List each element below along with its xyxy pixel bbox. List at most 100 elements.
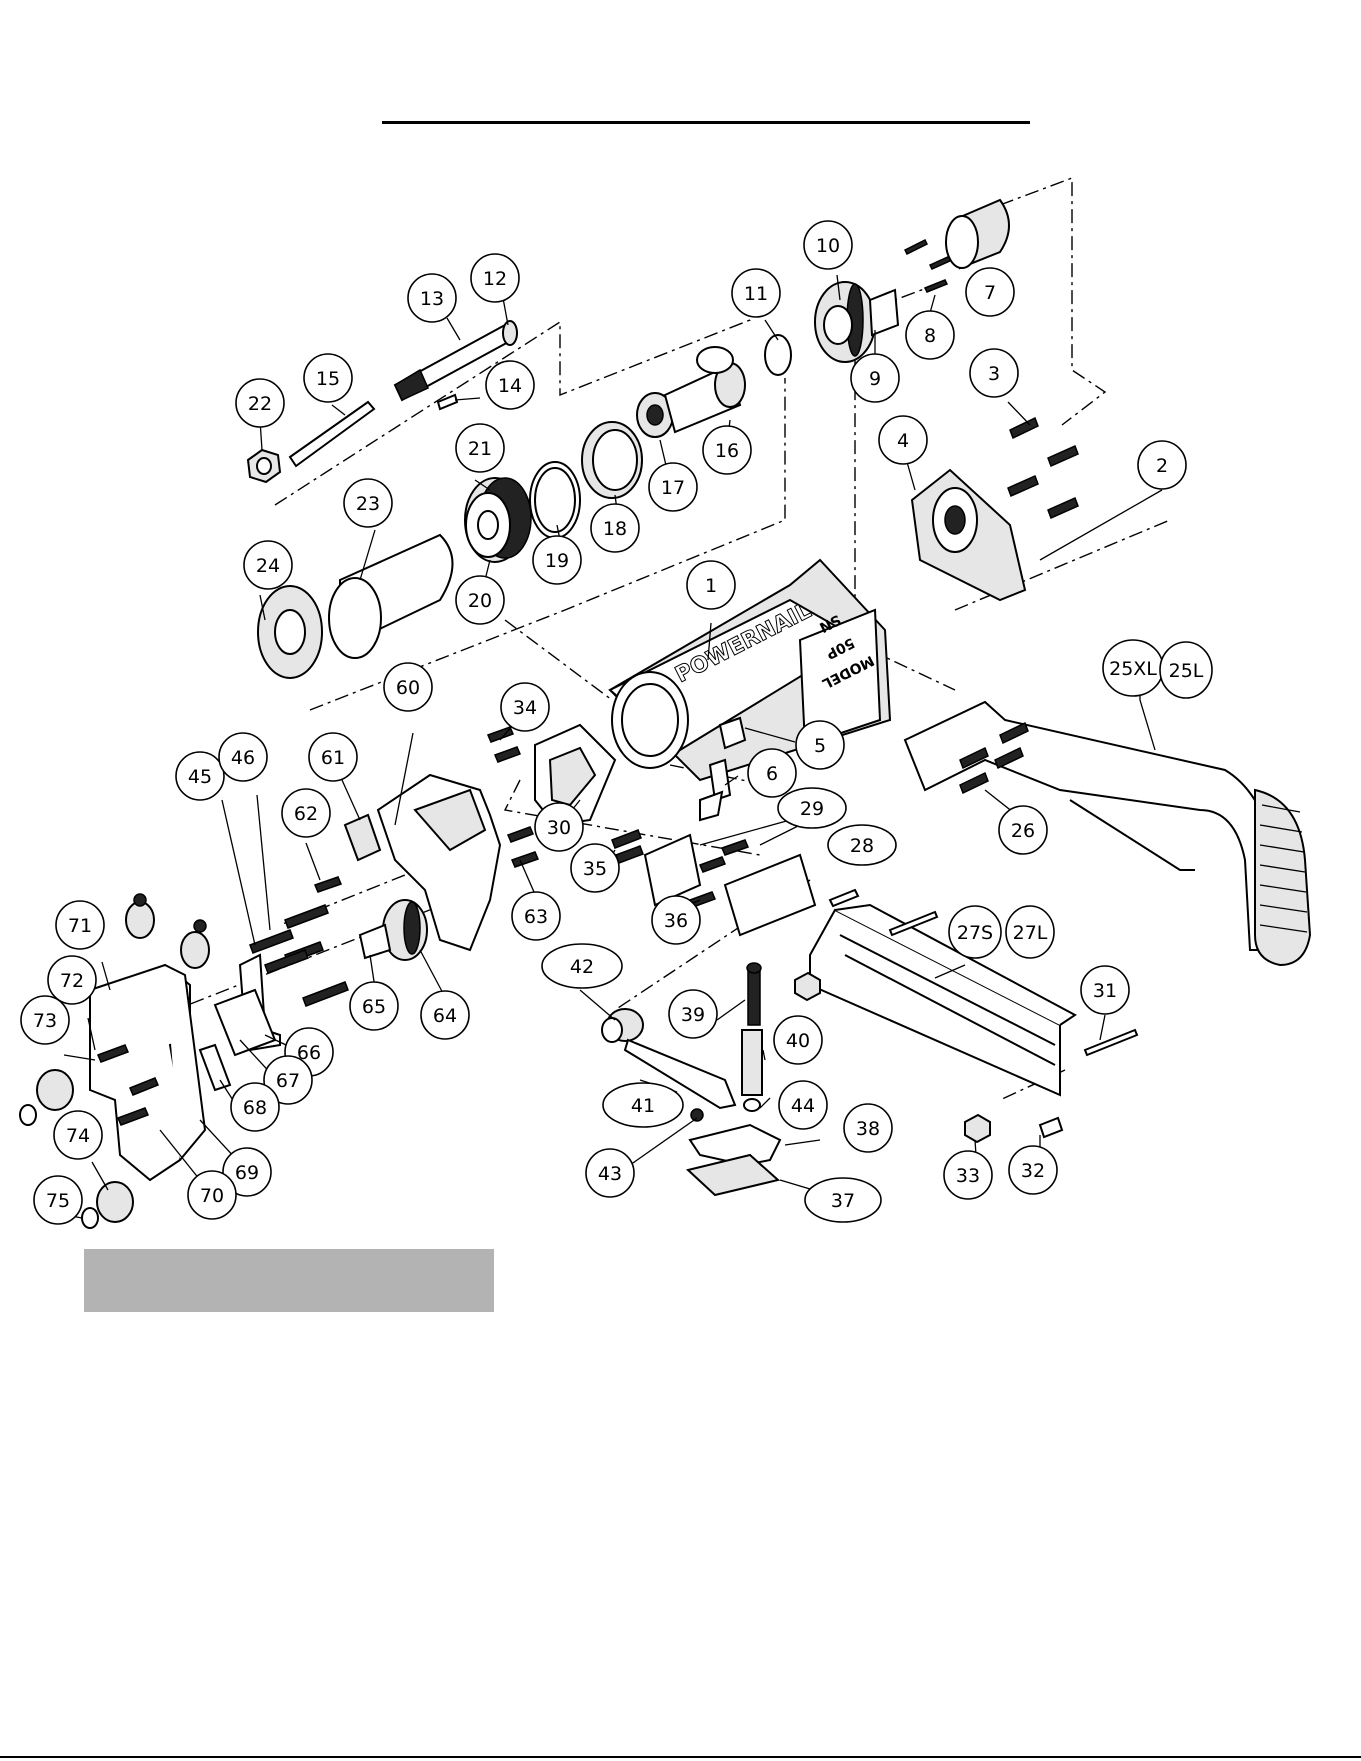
- callout-label: 63: [524, 906, 548, 928]
- callout-label: 74: [66, 1125, 90, 1147]
- callout-label: 31: [1093, 980, 1117, 1002]
- callout-label: 14: [498, 375, 522, 397]
- part-3-bolts: [1008, 418, 1078, 518]
- part-68-lever: [200, 1045, 230, 1090]
- assembly-dash-lines: [175, 178, 1170, 1100]
- callout-16: 16: [703, 426, 751, 474]
- callout-14: 14: [486, 361, 534, 409]
- callout-25xl: 25XL: [1103, 640, 1163, 696]
- part-28-plate: [725, 855, 815, 935]
- callout-40: 40: [774, 1016, 822, 1064]
- callout-38: 38: [844, 1104, 892, 1152]
- callout-44: 44: [779, 1081, 827, 1129]
- callout-4: 4: [879, 416, 927, 464]
- callout-label: 64: [433, 1005, 457, 1027]
- callout-label: 75: [46, 1190, 70, 1212]
- part-32-pin: [1040, 1118, 1062, 1137]
- callout-24: 24: [244, 541, 292, 589]
- callout-29: 29: [778, 788, 846, 828]
- callout-label: 15: [316, 368, 340, 390]
- callout-label: 3: [988, 363, 1000, 385]
- callout-39: 39: [669, 990, 717, 1038]
- part-16-valve-body: [665, 347, 745, 432]
- part-11-ring: [765, 335, 791, 375]
- callout-label: 28: [850, 835, 874, 857]
- callout-label: 20: [468, 590, 492, 612]
- callout-label: 41: [631, 1095, 655, 1117]
- callout-label: 18: [603, 518, 627, 540]
- callout-label: 45: [188, 766, 212, 788]
- callout-21: 21: [456, 424, 504, 472]
- callout-64: 64: [421, 991, 469, 1039]
- callout-13: 13: [408, 274, 456, 322]
- callout-label: 7: [984, 282, 996, 304]
- callout-11: 11: [732, 269, 780, 317]
- callout-label: 8: [924, 325, 936, 347]
- callout-label: 34: [513, 697, 537, 719]
- callout-73: 73: [21, 996, 69, 1044]
- callout-label: 27L: [1013, 922, 1048, 944]
- callout-label: 2: [1156, 455, 1168, 477]
- callout-2: 2: [1138, 441, 1186, 489]
- callout-label: 46: [231, 747, 255, 769]
- callout-18: 18: [591, 504, 639, 552]
- callout-60: 60: [384, 663, 432, 711]
- callout-74: 74: [54, 1111, 102, 1159]
- part-22-nut: [248, 450, 280, 482]
- callout-label: 23: [356, 493, 380, 515]
- part-24-bumper-ring: [258, 586, 322, 678]
- callout-label: 65: [362, 996, 386, 1018]
- callout-63: 63: [512, 892, 560, 940]
- callout-61: 61: [309, 733, 357, 781]
- callout-label: 61: [321, 747, 345, 769]
- callout-label: 19: [545, 550, 569, 572]
- part-15-driver-blade: [290, 402, 374, 466]
- part-34-bolts: [488, 727, 520, 762]
- callout-15: 15: [304, 354, 352, 402]
- callout-42: 42: [542, 944, 622, 988]
- part-61-block: [345, 815, 380, 860]
- callout-label: 12: [483, 268, 507, 290]
- callout-33: 33: [944, 1151, 992, 1199]
- callout-17: 17: [649, 463, 697, 511]
- callout-10: 10: [804, 221, 852, 269]
- part-40-spacer: [742, 1030, 762, 1095]
- part-45-46-bolts: [250, 905, 348, 1006]
- callout-71: 71: [56, 901, 104, 949]
- callout-9: 9: [851, 354, 899, 402]
- part-7-bumper: [946, 200, 1009, 268]
- callout-label: 71: [68, 915, 92, 937]
- callout-1: 1: [687, 561, 735, 609]
- callout-label: 1: [705, 575, 717, 597]
- callout-27s: 27S: [949, 906, 1001, 958]
- callout-label: 43: [598, 1163, 622, 1185]
- callout-label: 24: [256, 555, 280, 577]
- callout-8: 8: [906, 311, 954, 359]
- callout-36: 36: [652, 896, 700, 944]
- callout-label: 17: [661, 477, 685, 499]
- callout-23: 23: [344, 479, 392, 527]
- part-14-pin: [438, 395, 457, 409]
- callout-30: 30: [535, 803, 583, 851]
- callout-25l: 25L: [1160, 642, 1212, 698]
- callout-label: 67: [276, 1070, 300, 1092]
- callout-label: 11: [744, 283, 768, 305]
- callout-label: 44: [791, 1095, 815, 1117]
- callout-label: 42: [570, 956, 594, 978]
- callout-34: 34: [501, 683, 549, 731]
- callout-label: 22: [248, 393, 272, 415]
- callout-label: 36: [664, 910, 688, 932]
- part-31-pin: [1085, 1030, 1137, 1055]
- part-33-nut: [965, 1115, 990, 1142]
- callout-label: 30: [547, 817, 571, 839]
- callout-26: 26: [999, 806, 1047, 854]
- callout-label: 73: [33, 1010, 57, 1032]
- callout-70: 70: [188, 1171, 236, 1219]
- callout-5: 5: [796, 721, 844, 769]
- callout-label: 26: [1011, 820, 1035, 842]
- part-63-screws: [508, 827, 538, 867]
- callout-label: 40: [786, 1030, 810, 1052]
- callout-37: 37: [805, 1178, 881, 1222]
